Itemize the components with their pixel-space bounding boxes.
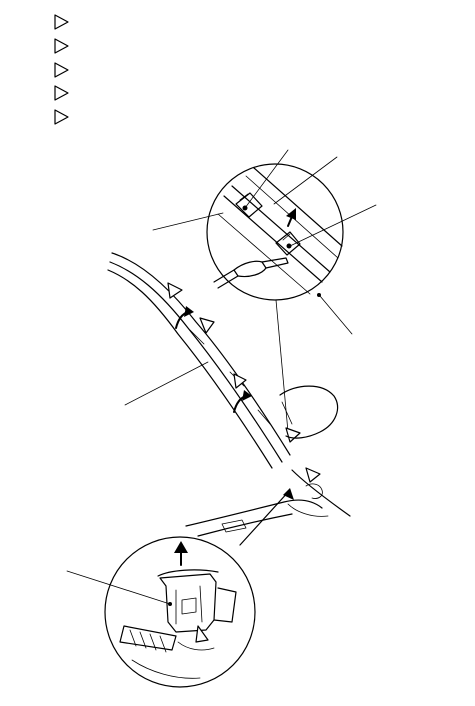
side-mirror: [279, 385, 339, 439]
leader-line-c: [289, 204, 377, 247]
molding-outer-edge: [111, 252, 291, 456]
body-edge: [107, 269, 273, 469]
clip-marker-detail: [195, 625, 209, 643]
door-handle: [221, 519, 247, 533]
lower-connector-line: [239, 489, 291, 546]
leader-line-a: [244, 149, 289, 209]
clip-body: [159, 573, 217, 633]
inner-panel-edge: [217, 213, 311, 295]
clip-block-2: [275, 231, 301, 256]
clip-marker-3: [233, 373, 247, 389]
panel-lip: [177, 641, 215, 651]
latch-point: [305, 483, 323, 499]
molding-edge-1: [223, 195, 323, 283]
door-upper-edge: [291, 469, 351, 517]
lift-arrow-head: [174, 541, 188, 553]
clip-leader-point: [168, 602, 172, 606]
lower-connector-arrowhead: [283, 488, 294, 500]
upper-detail-outline: [206, 163, 344, 301]
molding-inner-edge: [109, 261, 283, 463]
removal-arrow-head: [286, 208, 296, 220]
leader-line-b: [273, 156, 338, 205]
upper-detail-circle: [206, 163, 344, 301]
molding-leader-line: [124, 361, 209, 406]
clip-detail: [239, 193, 291, 241]
roof-molding-strip: [107, 252, 321, 483]
lower-detail-circle: [66, 536, 256, 688]
clip-side-plate: [213, 587, 237, 623]
clip-marker-5: [305, 467, 321, 483]
clip-marker-1: [167, 282, 183, 299]
legend-triangle-2: [54, 38, 69, 54]
panel-section: [119, 625, 177, 651]
clip-center: [181, 597, 197, 615]
door-belt-line: [185, 499, 323, 527]
hand-outline: [287, 503, 329, 517]
screwdriver-shaft: [261, 257, 289, 269]
lower-detail-outline: [104, 536, 256, 688]
clip-legs: [175, 585, 203, 625]
lower-panel-curve: [131, 659, 201, 679]
molding-joints: [189, 329, 271, 425]
lower-connector: [239, 488, 294, 546]
leader-line-d: [152, 212, 224, 231]
clip-point-2: [286, 243, 292, 249]
molding-edge-2: [231, 185, 331, 273]
body-panel-edge: [253, 167, 343, 247]
legend-markers: [54, 14, 69, 125]
pry-arrow-1-head: [184, 306, 194, 317]
panel-hatching: [129, 629, 167, 653]
clip-marker-2: [199, 317, 215, 334]
screwdriver-grip: [233, 260, 267, 278]
door-inner-line: [197, 513, 293, 537]
legend-triangle-4: [54, 85, 69, 101]
legend-triangle-3: [54, 62, 69, 78]
mirror-housing: [279, 385, 339, 439]
door-body: [185, 469, 351, 537]
mirror-base: [281, 401, 293, 425]
legend-triangle-5: [54, 109, 69, 125]
clip-top-flange: [157, 569, 219, 577]
clip-block-1: [235, 192, 263, 218]
clip-leader-line: [66, 570, 171, 605]
legend-triangle-1: [54, 14, 69, 30]
pry-arrow-2-head: [242, 390, 252, 401]
clip-marker-4: [285, 427, 301, 443]
leader-line-e: [319, 295, 353, 335]
screwdriver-handle: [213, 269, 239, 289]
